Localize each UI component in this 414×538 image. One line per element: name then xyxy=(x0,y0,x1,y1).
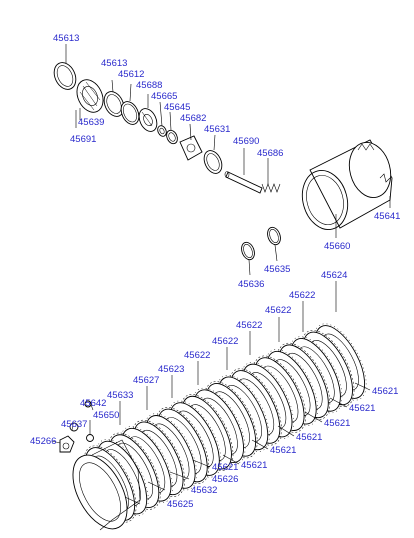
label-45625: 45625 xyxy=(167,499,193,510)
label-45622-2: 45622 xyxy=(265,305,291,316)
label-45641: 45641 xyxy=(374,211,400,222)
o-ring-45612 xyxy=(120,101,140,125)
label-45622-4: 45622 xyxy=(212,336,238,347)
label-45627: 45627 xyxy=(133,375,159,386)
label-45623: 45623 xyxy=(158,364,184,375)
label-45632: 45632 xyxy=(191,485,217,496)
label-45622-1: 45622 xyxy=(289,290,315,301)
label-45626: 45626 xyxy=(212,474,238,485)
label-45622-5: 45622 xyxy=(184,350,210,361)
ring-45645 xyxy=(166,129,178,145)
label-45688: 45688 xyxy=(136,80,162,91)
label-45621-6: 45621 xyxy=(241,460,267,471)
ring-45665 xyxy=(157,125,167,137)
label-45690: 45690 xyxy=(233,136,259,147)
label-45621-3: 45621 xyxy=(324,418,350,429)
label-45642: 45642 xyxy=(80,398,106,409)
label-45624: 45624 xyxy=(321,270,347,281)
part-labels: 45613 45613 45612 45688 45665 45645 4563… xyxy=(30,33,400,510)
label-45682: 45682 xyxy=(180,113,206,124)
spring-45686 xyxy=(261,183,281,193)
label-45635: 45635 xyxy=(264,264,290,275)
label-45639: 45639 xyxy=(78,117,104,128)
label-45266: 45266 xyxy=(30,436,56,447)
label-45613-lower: 45613 xyxy=(101,58,127,69)
label-45633: 45633 xyxy=(107,390,133,401)
label-45691: 45691 xyxy=(70,134,96,145)
spring-retainer-45639 xyxy=(76,79,104,113)
ring-45636 xyxy=(241,241,255,261)
bearing-45688 xyxy=(138,108,158,132)
label-45631: 45631 xyxy=(204,124,230,135)
label-45622-3: 45622 xyxy=(236,320,262,331)
label-45621-2: 45621 xyxy=(349,403,375,414)
ring-45635 xyxy=(267,226,281,246)
label-45637: 45637 xyxy=(61,419,87,430)
ball-45650 xyxy=(86,434,94,442)
snap-ring-45613-upper xyxy=(53,62,77,90)
leader-lines xyxy=(51,44,391,505)
clutch-pack xyxy=(72,323,367,531)
label-45621-1: 45621 xyxy=(372,386,398,397)
snap-ring-45613-lower xyxy=(103,91,125,117)
ring-45631 xyxy=(203,150,223,174)
bolt-45266 xyxy=(59,435,75,453)
label-45636: 45636 xyxy=(238,279,264,290)
label-45613-upper: 45613 xyxy=(53,33,79,44)
pin-45690 xyxy=(224,171,263,194)
label-45665: 45665 xyxy=(151,91,177,102)
plate-45682 xyxy=(179,135,203,161)
label-45612: 45612 xyxy=(118,69,144,80)
label-45650: 45650 xyxy=(93,410,119,421)
housing-45625 xyxy=(72,439,141,531)
drum-45641 xyxy=(301,139,393,230)
label-45660: 45660 xyxy=(324,241,350,252)
label-45621-4: 45621 xyxy=(296,432,322,443)
label-45621-7: 45621 xyxy=(212,462,238,473)
label-45645: 45645 xyxy=(164,102,190,113)
label-45686: 45686 xyxy=(257,148,283,159)
label-45621-5: 45621 xyxy=(270,445,296,456)
